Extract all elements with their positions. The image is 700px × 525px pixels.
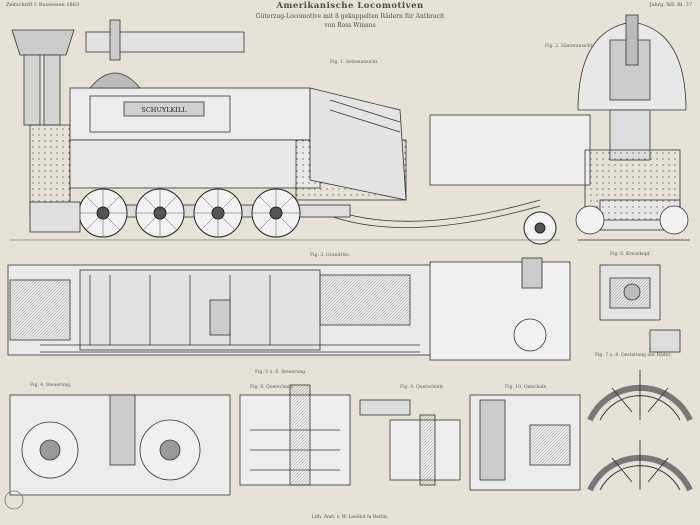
side-elevation-drawing	[11, 19, 681, 231]
engine-name-text: SCHUYLKILL	[141, 106, 187, 114]
fig1-label: Fig. 1. Seitenansicht.	[330, 60, 379, 65]
valve-gear-details	[9, 384, 581, 496]
wheel-section-drawings	[587, 370, 693, 492]
fig6-label: Fig. 6. Kreuzkopf.	[610, 252, 651, 257]
journal-header: Zeitschrift f. Bauwesen 1863	[6, 2, 80, 8]
wheel-spokes	[79, 189, 300, 237]
fig7-label: Fig. 7 u. 8. Gestaltung der Räder.	[595, 353, 672, 358]
fig8-label: Fig. 8. Querschnitt	[250, 385, 294, 390]
cylinder	[29, 201, 81, 233]
footer-credit: Lith. Anst. v. W. Loeillot in Berlin.	[311, 515, 389, 520]
fig2-label: Fig. 2. Hinteransicht.	[545, 44, 594, 49]
library-stamp	[4, 490, 24, 510]
fig9-label: Fig. 9. Querschnitt	[400, 385, 444, 390]
fig4-label: Fig. 4. Steuerung.	[30, 383, 72, 388]
engine-name-plate	[123, 101, 205, 117]
fig10-label: Fig. 10. Oelschale	[505, 385, 547, 390]
plate-number: Jahrg. XII. Bl. 37	[649, 2, 692, 8]
cross-head-drawing	[599, 264, 681, 353]
plate-author: von Ross Winans	[324, 22, 376, 29]
fig3-label: Fig. 3. Grundriss.	[310, 253, 351, 258]
plan-view-drawing	[7, 257, 571, 361]
fig5-label: Fig. 5 u. 6. Steuerung.	[255, 370, 307, 375]
plate-title: Amerikanische Locomotiven	[276, 1, 424, 11]
plate-subtitle: Güterzug-Locomotive mit 8 gekuppelten Rä…	[255, 13, 445, 20]
rear-view-drawing	[575, 14, 690, 241]
